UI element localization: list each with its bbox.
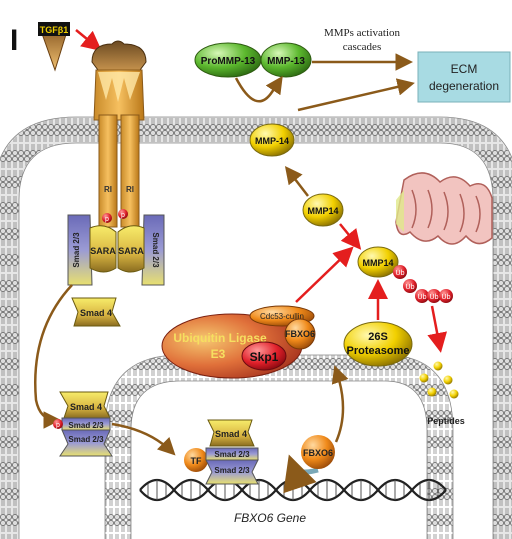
tgfb1-label: TGFβ1 (40, 25, 69, 35)
sara-right-label: SARA (118, 246, 144, 256)
mmp14-internal-node: MMP14 (302, 193, 344, 227)
e3-label-line1: Ubiquitin Ligase (173, 331, 267, 345)
smad23-nucleus-label-a: Smad 2/3 (214, 450, 250, 459)
arrow-prommp13-activation (234, 75, 283, 103)
tgf-receptor: RI RI p p (91, 40, 147, 228)
arrow-fbxo6-to-e3 (331, 365, 349, 443)
sara-complex-right: Smad 2/3 SARA (117, 214, 165, 286)
receptor-label-left: RI (104, 185, 112, 194)
receptor-label-right: RI (126, 185, 134, 194)
skp1-label: Skp1 (250, 350, 279, 364)
arrow-complex-to-nucleus (111, 422, 176, 456)
peptides-label: Peptides (427, 416, 465, 426)
gene-label: FBXO6 Gene (234, 511, 306, 525)
tf-label: TF (191, 456, 202, 466)
ub-2 (403, 279, 417, 293)
proteasome-node: 26S Proteasome (343, 321, 413, 367)
e3-ligase-complex: Ubiquitin Ligase E3 Cdc53-cullin FBXO6 S… (161, 305, 316, 379)
ubiquitin-chain: Ub Ub Ub Ub Ub (393, 265, 453, 303)
smad4-nucleus-label: Smad 4 (215, 429, 247, 439)
ub-2-label: Ub (406, 284, 415, 291)
mmps-activation-line2: cascades (343, 41, 381, 53)
mmp13-node: MMP-13 (260, 42, 312, 78)
tf-complex: TF Smad 4 Smad 2/3 Smad 2/3 (184, 419, 259, 485)
phospho-right (118, 209, 128, 219)
ecm-label-line2: degeneration (429, 79, 499, 93)
ub-5-label: Ub (442, 294, 451, 301)
sara-complex-left: Smad 2/3 SARA (67, 214, 117, 286)
golgi-organelle (395, 172, 493, 245)
ub-4 (427, 289, 441, 303)
panel-label: I (10, 24, 18, 57)
smad4-free: Smad 4 (71, 297, 121, 327)
dna-helix (139, 478, 447, 502)
arrow-internal-to-membrane (284, 166, 309, 197)
arrow-mmp14-to-ecm (297, 78, 415, 112)
phospho-left-label: p (105, 216, 109, 223)
ecm-box: ECM degeneration (417, 51, 511, 103)
ligand-arrow (75, 29, 102, 52)
ub-3-label: Ub (418, 294, 427, 301)
ub-5 (439, 289, 453, 303)
mmp14-ub-label: MMP14 (362, 258, 393, 268)
cdc53-label: Cdc53-cullin (260, 312, 304, 321)
smad23-complex-label-b: Smad 2/3 (68, 435, 104, 444)
phospho-complex (53, 419, 63, 429)
mmp14-membrane-label: MMP-14 (255, 136, 289, 146)
prommp13-label: ProMMP-13 (201, 56, 256, 67)
smad-complex-cytoplasm: Smad 4 Smad 2/3 Smad 2/3 p (53, 391, 113, 457)
peptides-cluster (419, 361, 459, 399)
peptide-4 (427, 387, 437, 397)
phospho-left (102, 213, 112, 223)
smad23-complex-label-a: Smad 2/3 (68, 421, 104, 430)
fbxo6-e3-label: FBXO6 (285, 329, 315, 339)
mmp14-ubiquitinated-node: MMP14 (357, 246, 399, 278)
ub-4-label: Ub (430, 294, 439, 301)
mmp14-membrane-node: MMP-14 (249, 123, 295, 157)
arrow-smad-to-complex (34, 284, 73, 429)
ecm-label-line1: ECM (451, 62, 478, 76)
ub-3 (415, 289, 429, 303)
peptide-1 (433, 361, 443, 371)
smad4-complex-label: Smad 4 (70, 402, 102, 412)
peptide-5 (449, 389, 459, 399)
smad4-free-label: Smad 4 (80, 308, 112, 318)
peptide-2 (419, 373, 429, 383)
proteasome-label-line1: 26S (368, 331, 388, 343)
fbxo6-nucleus-label: FBXO6 (303, 448, 333, 458)
mmp13-label: MMP-13 (267, 56, 305, 67)
mmp14-internal-label: MMP14 (307, 206, 338, 216)
peptide-3 (443, 375, 453, 385)
prommp13-node: ProMMP-13 (194, 42, 262, 78)
ub-1-label: Ub (396, 270, 405, 277)
smad23-left-label: Smad 2/3 (72, 232, 81, 268)
phospho-right-label: p (121, 212, 125, 219)
mmps-activation-line1: MMPs activation (324, 27, 401, 39)
fbxo6-nucleus: FBXO6 (301, 435, 335, 469)
smad23-nucleus-label-b: Smad 2/3 (214, 466, 250, 475)
arrow-ub-to-peptides (427, 305, 448, 353)
gene-expression-arrow (283, 454, 319, 494)
tf-node (184, 448, 208, 472)
ub-1 (393, 265, 407, 279)
sara-left-label: SARA (90, 246, 116, 256)
proteasome-label-line2: Proteasome (347, 345, 410, 357)
arrow-internal-to-ubiquitinated (339, 223, 362, 250)
phospho-complex-label: p (56, 422, 60, 429)
arrow-e3-to-mmp14 (295, 246, 354, 303)
tgfb1-ligand: TGFβ1 (38, 22, 70, 72)
smad23-right-label: Smad 2/3 (151, 232, 160, 268)
e3-label-line2: E3 (211, 347, 226, 361)
